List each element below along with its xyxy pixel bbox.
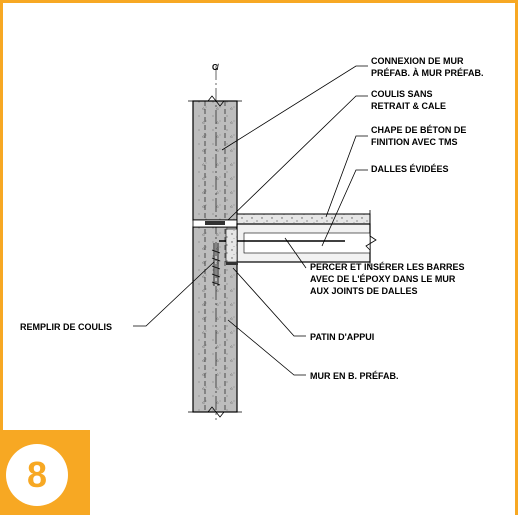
label-dalles: DALLES ÉVIDÉES	[371, 164, 449, 174]
centerline-symbol: C̸	[212, 63, 219, 72]
detail-number: 8	[26, 454, 48, 495]
leader-remplir	[133, 261, 215, 327]
label-chape: CHAPE DE BÉTON DE FINITION AVEC TMS	[371, 125, 469, 147]
frame-right-border	[515, 0, 518, 515]
wall-break-top	[188, 95, 242, 107]
leader-percer	[284, 237, 307, 269]
label-mur: MUR EN B. PRÉFAB.	[310, 371, 399, 381]
leader-patin	[232, 267, 306, 337]
topping-slab	[236, 213, 371, 225]
hollow-core-void	[243, 232, 371, 254]
leader-chape	[325, 135, 368, 218]
wall-break-bottom	[188, 406, 242, 418]
badge-circle: 8	[6, 444, 68, 506]
frame-top-border	[0, 0, 518, 3]
leader-coulis	[227, 95, 368, 221]
slab-end-grout	[225, 228, 238, 263]
leader-connexion	[221, 65, 368, 151]
slab-break	[365, 210, 377, 266]
label-remplir: REMPLIR DE COULIS	[20, 322, 112, 332]
detail-number-badge: 8	[0, 430, 90, 515]
label-connexion: CONNEXION DE MUR PRÉFAB. À MUR PRÉFAB.	[371, 56, 484, 78]
label-patin: PATIN D'APPUI	[310, 332, 374, 342]
label-percer: PERCER ET INSÉRER LES BARRES AVEC DE L'É…	[310, 262, 467, 296]
leader-mur	[227, 319, 306, 376]
shim	[205, 221, 225, 225]
bearing-pad	[226, 262, 238, 265]
upper-wall-panel	[192, 100, 238, 221]
wall-anchor	[211, 243, 221, 286]
frame-left-border	[0, 0, 3, 515]
leader-dalles	[321, 169, 368, 247]
label-coulis: COULIS SANS RETRAIT & CALE	[371, 89, 446, 111]
